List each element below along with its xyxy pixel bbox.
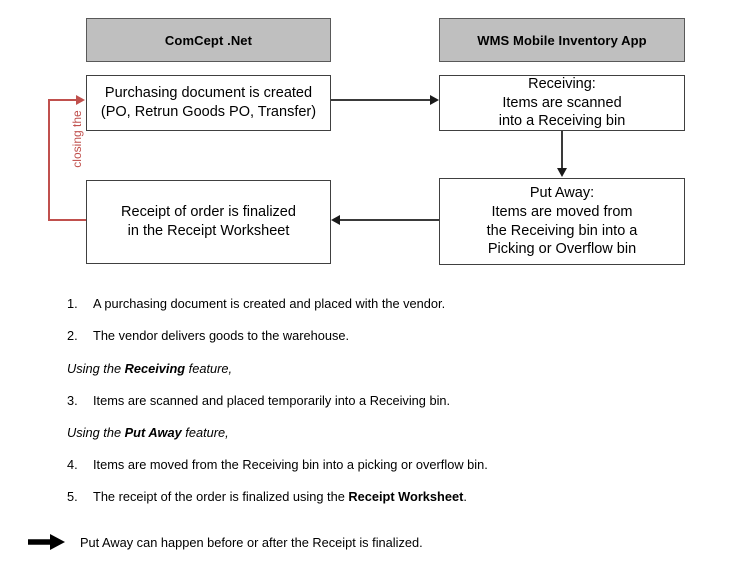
process-flow-diagram: ComCept .Net WMS Mobile Inventory App Pu…: [48, 18, 685, 265]
feedback-loop-label: closing the: [70, 110, 84, 168]
connector-receiving-to-put-away: [561, 131, 563, 169]
right-arrow-icon: [28, 533, 68, 551]
step-text: The receipt of the order is finalized us…: [93, 489, 756, 504]
connector-purchasing-to-receiving: [331, 99, 432, 101]
step-text-suffix: .: [463, 489, 467, 505]
step-text: The vendor delivers goods to the warehou…: [93, 328, 350, 344]
arrow-right-icon: [430, 95, 439, 105]
step-number: 4.: [67, 457, 78, 473]
list-item: 5. The receipt of the order is finalized…: [0, 489, 756, 504]
feedback-arrow-right-icon: [76, 95, 85, 105]
footnote-text: Put Away can happen before or after the …: [80, 534, 423, 550]
feedback-connector-top-segment: [48, 99, 78, 101]
section-prefix: Using the: [67, 425, 125, 441]
feedback-connector-vertical-segment: [48, 99, 50, 220]
process-box-purchasing-label: Purchasing document is created(PO, Retru…: [100, 85, 317, 120]
step-bold-term: Receipt Worksheet: [348, 489, 464, 505]
arrow-left-icon: [331, 215, 340, 225]
arrow-down-icon: [557, 168, 567, 177]
step-number: 5.: [67, 489, 78, 505]
process-box-purchasing-document: Purchasing document is created(PO, Retru…: [86, 75, 331, 131]
list-item: 4. Items are moved from the Receiving bi…: [0, 457, 756, 472]
step-number: 3.: [67, 392, 78, 408]
connector-put-away-to-receipt: [340, 219, 439, 221]
step-text-prefix: The receipt of the order is finalized us…: [93, 489, 349, 505]
section-heading-put-away: Using the Put Away feature,: [67, 425, 756, 440]
footnote-note: Put Away can happen before or after the …: [0, 533, 756, 551]
section-suffix: feature,: [185, 360, 233, 376]
step-text: Items are moved from the Receiving bin i…: [93, 457, 488, 473]
lane-header-comcept: ComCept .Net: [86, 18, 331, 62]
section-heading-receiving: Using the Receiving feature,: [67, 361, 756, 376]
section-prefix: Using the: [67, 360, 125, 376]
step-number: 2.: [67, 328, 78, 344]
lane-header-wms: WMS Mobile Inventory App: [439, 18, 685, 62]
list-item: 1. A purchasing document is created and …: [0, 296, 756, 311]
feedback-connector-bottom-segment: [48, 219, 86, 221]
step-number: 1.: [67, 296, 78, 311]
process-steps-list: 1. A purchasing document is created and …: [0, 296, 756, 522]
step-text: Items are scanned and placed temporarily…: [93, 392, 451, 408]
section-bold-term: Receiving: [124, 360, 186, 376]
step-text: A purchasing document is created and pla…: [93, 296, 446, 311]
section-bold-term: Put Away: [124, 425, 182, 441]
list-item: 2. The vendor delivers goods to the ware…: [0, 328, 756, 343]
section-suffix: feature,: [181, 425, 229, 441]
list-item: 3. Items are scanned and placed temporar…: [0, 393, 756, 408]
